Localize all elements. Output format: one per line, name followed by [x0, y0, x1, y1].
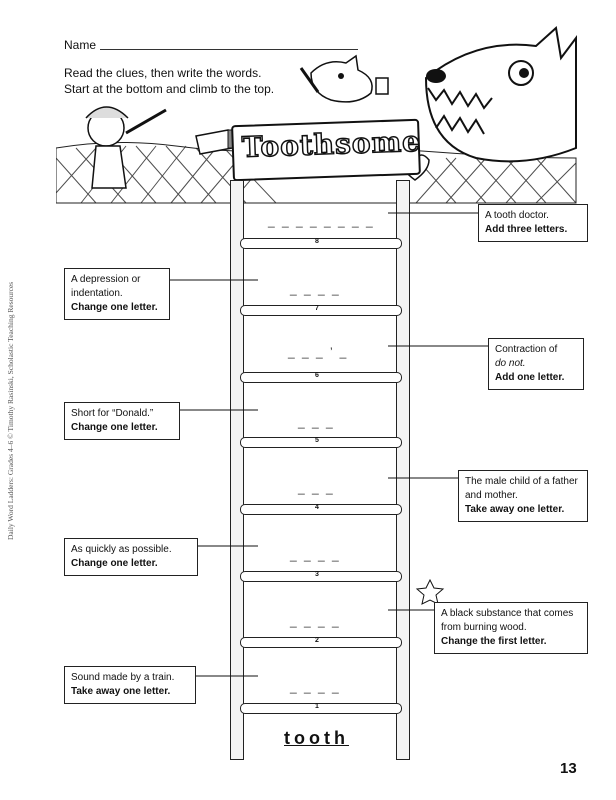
- girl-icon: [85, 106, 167, 189]
- ladder-left-rail: [230, 180, 244, 760]
- clue-text-3: As quickly as possible.: [71, 544, 172, 555]
- rung-3: 3: [240, 571, 402, 582]
- clue-text-6a: Contraction of: [495, 344, 558, 355]
- clue-box-8: A tooth doctor. Add three letters.: [478, 204, 588, 242]
- answer-blank-1[interactable]: _ _ _ _: [290, 680, 341, 694]
- instruction-line-2: Start at the bottom and climb to the top…: [64, 82, 275, 96]
- clue-rule-4: Take away one letter.: [465, 504, 565, 515]
- instruction-line-1: Read the clues, then write the words.: [64, 66, 262, 80]
- answer-blank-3[interactable]: _ _ _ _: [290, 548, 341, 562]
- start-word: tooth: [284, 728, 349, 748]
- wolf-icon: [424, 26, 577, 163]
- clue-text-7: A depression or indentation.: [71, 274, 141, 299]
- clue-rule-5: Change one letter.: [71, 422, 158, 433]
- clue-text-5: Short for “Donald.”: [71, 408, 154, 419]
- clue-box-6: Contraction of do not. Add one letter.: [488, 338, 584, 390]
- page-number: 13: [560, 760, 577, 777]
- clue-text-8: A tooth doctor.: [485, 210, 549, 221]
- rung-5: 5: [240, 437, 402, 448]
- rung-4: 4: [240, 504, 402, 515]
- clue-text-6b: do not.: [495, 358, 526, 369]
- clue-rule-2: Change the first letter.: [441, 636, 547, 647]
- answer-blank-2[interactable]: _ _ _ _: [290, 614, 341, 628]
- clue-box-3: As quickly as possible. Change one lette…: [64, 538, 198, 576]
- answer-blank-4[interactable]: _ _ _: [298, 481, 335, 495]
- clue-box-2: A black substance that comes from burnin…: [434, 602, 588, 654]
- ladder-right-rail: [396, 180, 410, 760]
- clue-box-5: Short for “Donald.” Change one letter.: [64, 402, 180, 440]
- clue-box-4: The male child of a father and mother. T…: [458, 470, 588, 522]
- clue-rule-8: Add three letters.: [485, 224, 568, 235]
- clue-rule-1: Take away one letter.: [71, 686, 171, 697]
- answer-blank-6[interactable]: _ _ _ ’ _: [288, 345, 349, 359]
- rung-7: 7: [240, 305, 402, 316]
- clue-rule-7: Change one letter.: [71, 302, 158, 313]
- rung-1: 1: [240, 703, 402, 714]
- clue-text-2: A black substance that comes from burnin…: [441, 608, 574, 633]
- clue-box-7: A depression or indentation. Change one …: [64, 268, 170, 320]
- clue-rule-3: Change one letter.: [71, 558, 158, 569]
- rung-6: 6: [240, 372, 402, 383]
- answer-blank-7[interactable]: _ _ _ _: [290, 282, 341, 296]
- rung-8: 8: [240, 238, 402, 249]
- star-icon: [415, 578, 445, 605]
- clue-text-1: Sound made by a train.: [71, 672, 175, 683]
- clue-box-1: Sound made by a train. Take away one let…: [64, 666, 196, 704]
- answer-blank-8[interactable]: _ _ _ _ _ _ _ _: [268, 214, 375, 228]
- name-line[interactable]: [100, 49, 358, 50]
- rung-2: 2: [240, 637, 402, 648]
- answer-blank-5[interactable]: _ _ _: [298, 415, 335, 429]
- name-label: Name: [64, 38, 97, 52]
- clue-rule-6: Add one letter.: [495, 372, 565, 383]
- clue-text-4: The male child of a father and mother.: [465, 476, 578, 501]
- small-wolf-icon: [299, 54, 389, 103]
